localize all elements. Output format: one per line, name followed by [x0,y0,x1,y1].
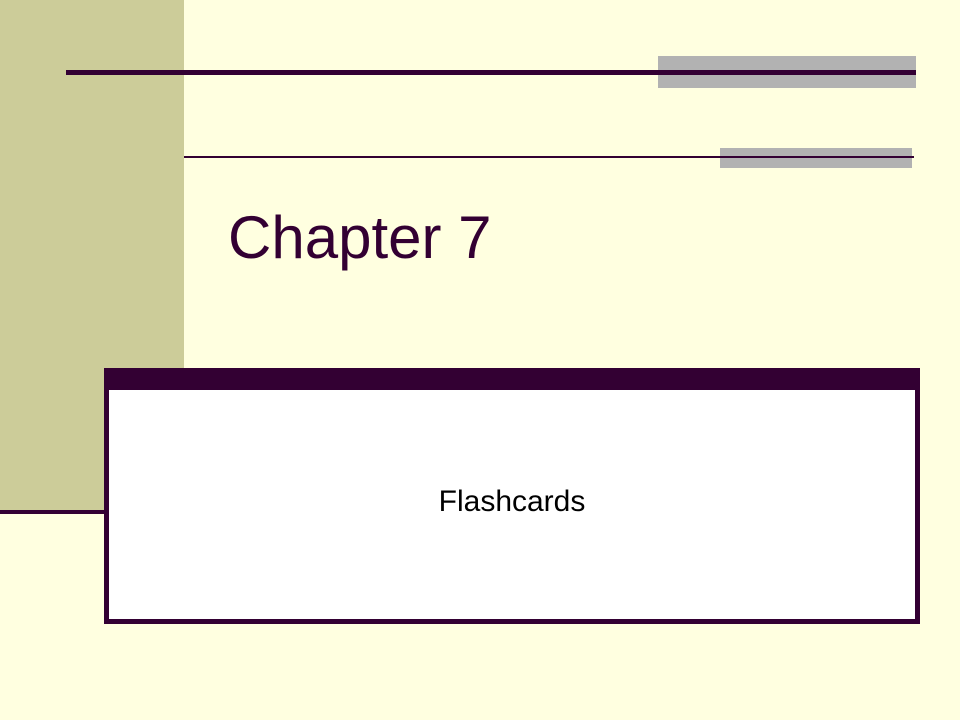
top-rule-2 [184,156,914,158]
top-rule-1-overlay [658,70,916,75]
slide-subtitle: Flashcards [438,485,586,518]
top-gray-bar-2 [720,148,912,168]
slide-title: Chapter 7 [228,204,492,271]
subtitle-box: Flashcards [104,368,920,624]
top-rule-2-overlay [720,156,912,158]
left-band-bottom-line [0,510,110,514]
top-rule-1 [66,70,916,75]
